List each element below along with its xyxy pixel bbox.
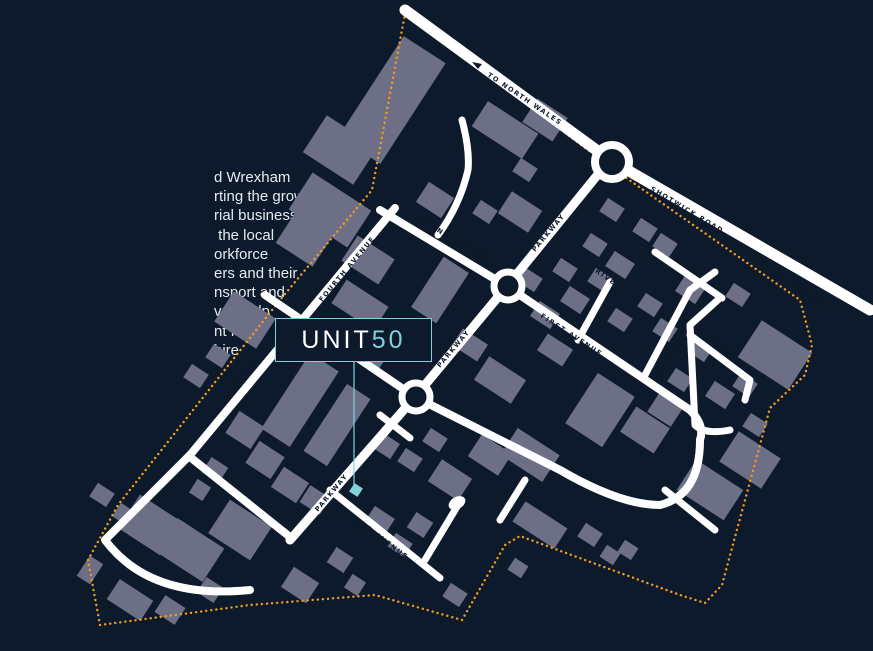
- fourth-avenue-lower-road: [101, 204, 399, 596]
- northern-spur-road: [434, 116, 472, 239]
- building: [280, 566, 320, 604]
- roundabout-mid: [490, 268, 526, 304]
- building: [205, 343, 231, 369]
- building: [737, 320, 813, 390]
- loop-road: [411, 393, 704, 509]
- roundabouts: [398, 141, 633, 415]
- building: [473, 356, 527, 404]
- intro-line: the local: [214, 226, 275, 244]
- building: [577, 522, 603, 548]
- building: [288, 172, 372, 248]
- building: [261, 353, 339, 447]
- building: [155, 517, 225, 583]
- building: [406, 512, 434, 538]
- building: [512, 501, 568, 549]
- building: [560, 285, 590, 315]
- building: [565, 372, 635, 448]
- building: [89, 482, 115, 508]
- drive-a-road: [574, 278, 614, 344]
- unit-marker: [349, 483, 363, 497]
- building: [472, 199, 498, 225]
- building: [270, 466, 310, 504]
- building: [188, 478, 212, 502]
- building: [497, 191, 543, 233]
- building: [517, 267, 543, 293]
- building: [607, 307, 633, 333]
- roads-layer: [101, 4, 873, 596]
- roundabout-north: [591, 141, 633, 183]
- building: [552, 257, 578, 283]
- building: [365, 505, 395, 535]
- building: [620, 406, 670, 454]
- building: [617, 539, 639, 561]
- building: [605, 250, 635, 280]
- parkway-road: [285, 157, 613, 545]
- building: [225, 410, 265, 450]
- building: [411, 256, 469, 324]
- building: [326, 547, 354, 573]
- building: [201, 457, 229, 483]
- building: [183, 363, 209, 389]
- intro-line: d Wrexham: [214, 169, 291, 186]
- buildings-layer: [76, 36, 813, 625]
- unit-label-number: 50: [371, 325, 406, 354]
- building: [275, 209, 335, 267]
- building: [732, 372, 758, 398]
- drive-c-road: [686, 331, 754, 404]
- building: [341, 235, 395, 285]
- cross-road-sw: [186, 453, 294, 541]
- drive-bend-road: [686, 294, 734, 436]
- building: [632, 217, 658, 243]
- building: [467, 434, 513, 476]
- building: [338, 36, 446, 164]
- building: [599, 197, 625, 223]
- building: [245, 440, 285, 480]
- building: [343, 573, 367, 597]
- drive-top-road: [651, 248, 726, 302]
- building: [397, 447, 423, 473]
- intro-line: orkforce: [214, 245, 269, 263]
- building: [302, 115, 378, 185]
- cul-de-sac-road: [421, 501, 462, 564]
- building: [725, 282, 751, 308]
- site-boundary: [86, 11, 814, 627]
- building: [331, 279, 389, 331]
- building: [208, 499, 272, 561]
- building: [705, 380, 735, 410]
- label-shotwick-road: SHOTWICK ROAD: [649, 185, 725, 235]
- building: [442, 582, 468, 608]
- building: [507, 557, 529, 579]
- east-spur-road: [661, 486, 719, 534]
- building: [667, 367, 693, 393]
- unit-label-text: UNIT: [301, 325, 372, 354]
- drive-b-road: [641, 268, 719, 379]
- building: [647, 393, 683, 427]
- second-avenue-road: [376, 206, 512, 291]
- building: [214, 291, 276, 349]
- building: [637, 292, 663, 318]
- building: [422, 427, 448, 453]
- building: [415, 181, 455, 219]
- building: [427, 459, 473, 501]
- arrow-left-icon: [472, 62, 482, 69]
- building: [512, 157, 538, 183]
- cul-de-sac-end: [448, 496, 466, 510]
- building: [106, 579, 154, 621]
- building: [719, 431, 781, 489]
- direction-arrows: [472, 62, 852, 309]
- building: [154, 595, 186, 625]
- third-avenue-road: [326, 411, 444, 582]
- south-spur-road: [496, 476, 529, 524]
- building: [742, 412, 768, 438]
- building: [582, 232, 608, 258]
- building: [536, 333, 574, 367]
- roundabout-south: [398, 379, 434, 415]
- intro-line: ers and their: [214, 265, 298, 283]
- building: [599, 544, 621, 566]
- arrow-right-icon: [842, 301, 852, 309]
- building: [652, 232, 678, 258]
- building: [471, 101, 539, 159]
